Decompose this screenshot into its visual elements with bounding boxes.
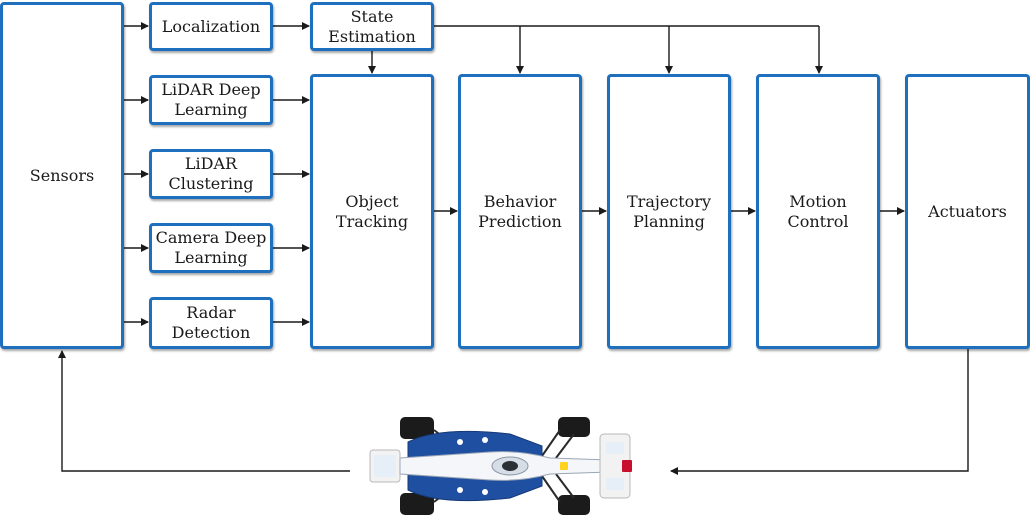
motion-control-label: Motion Control <box>787 191 849 231</box>
actuators-label: Actuators <box>928 201 1007 221</box>
behavior-prediction-block: Behavior Prediction <box>458 74 582 349</box>
arrow-vehicle-to-sensors <box>58 350 350 472</box>
actuators-block: Actuators <box>905 74 1030 349</box>
sensors-label: Sensors <box>29 165 95 185</box>
race-car-top-view-icon <box>369 417 632 515</box>
motion-control-block: Motion Control <box>756 74 880 349</box>
localization-block: Localization <box>149 2 273 51</box>
trajectory-planning-label: Trajectory Planning <box>627 191 711 231</box>
lidar-clustering-block: LiDAR Clustering <box>149 149 273 199</box>
camera-deep-learning-label: Camera Deep Learning <box>155 228 267 267</box>
localization-label: Localization <box>161 16 261 36</box>
arrow-actuators-to-vehicle <box>670 349 969 475</box>
state-estimation-label: State Estimation <box>328 6 416 46</box>
radar-detection-label: Radar Detection <box>171 303 251 342</box>
object-tracking-label: Object Tracking <box>335 191 409 231</box>
lidar-clustering-label: LiDAR Clustering <box>168 154 254 193</box>
trajectory-planning-block: Trajectory Planning <box>607 74 731 349</box>
state-estimation-block: State Estimation <box>310 2 434 51</box>
object-tracking-block: Object Tracking <box>310 74 434 349</box>
lidar-deep-learning-label: LiDAR Deep Learning <box>161 80 261 119</box>
lidar-deep-learning-block: LiDAR Deep Learning <box>149 75 273 125</box>
behavior-prediction-label: Behavior Prediction <box>478 191 562 231</box>
camera-deep-learning-block: Camera Deep Learning <box>149 223 273 273</box>
radar-detection-block: Radar Detection <box>149 297 273 349</box>
sensors-block: Sensors <box>0 2 124 349</box>
